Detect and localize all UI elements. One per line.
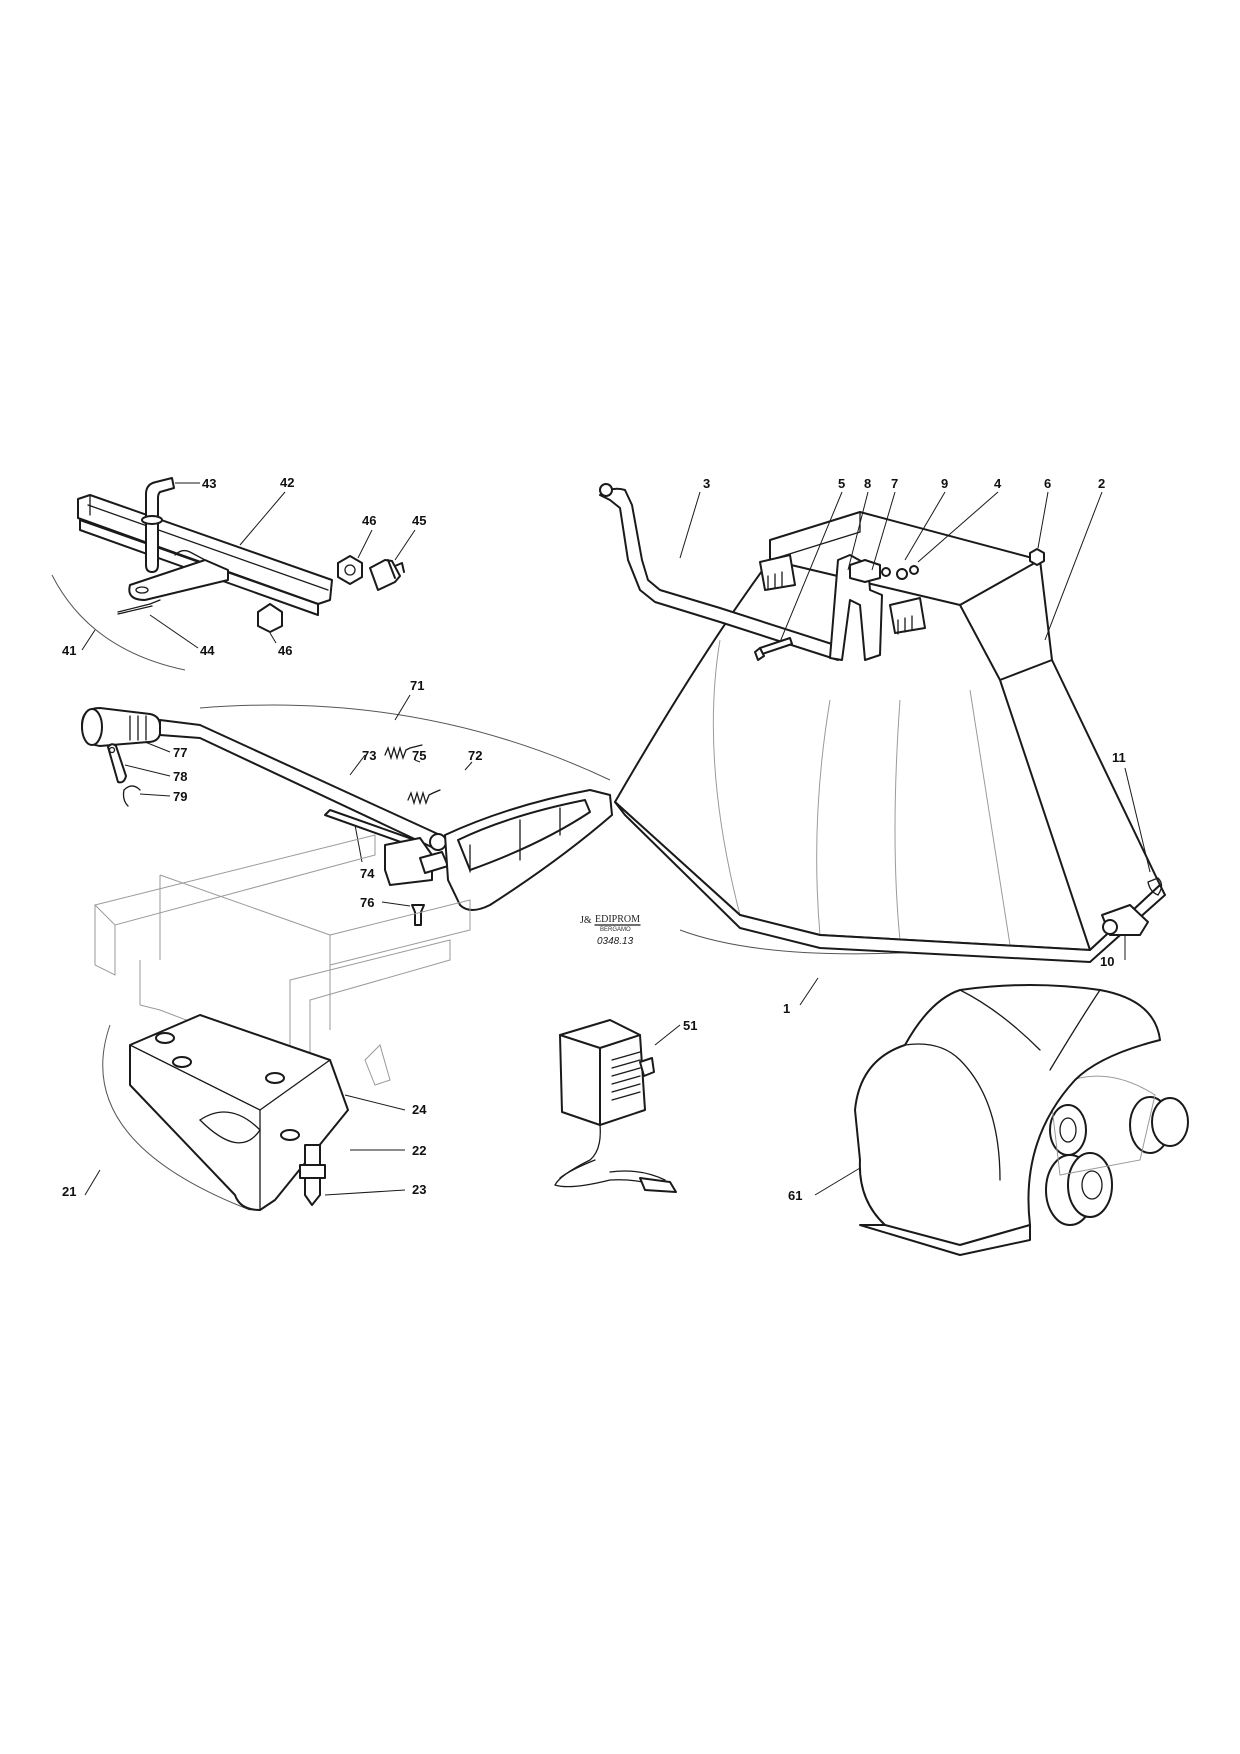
callout-24: 24 bbox=[412, 1102, 427, 1117]
lever-deflector-assembly bbox=[81, 704, 613, 926]
callouts-hitch: 43 42 46 45 41 44 46 bbox=[62, 475, 426, 658]
battery-charger bbox=[554, 1019, 677, 1193]
callout-21: 21 bbox=[62, 1184, 76, 1199]
callout-41: 41 bbox=[62, 643, 76, 658]
drawing-code: 0348.13 bbox=[597, 936, 634, 947]
callout-43: 43 bbox=[202, 476, 216, 491]
callout-61: 61 bbox=[788, 1188, 802, 1203]
callout-8: 8 bbox=[864, 476, 871, 491]
callouts-hopper: 3 5 8 7 9 4 6 2 11 10 1 bbox=[679, 476, 1151, 1016]
callout-42: 42 bbox=[280, 475, 294, 490]
callout-74: 74 bbox=[360, 866, 375, 881]
callouts-charger: 51 bbox=[654, 1018, 697, 1046]
callout-1: 1 bbox=[783, 1001, 790, 1016]
callout-75: 75 bbox=[412, 748, 426, 763]
logo-city: BERGAMO bbox=[600, 927, 631, 933]
callout-45: 45 bbox=[412, 513, 426, 528]
callout-76: 76 bbox=[360, 895, 374, 910]
callout-7: 7 bbox=[891, 476, 898, 491]
callouts-cover: 61 bbox=[788, 1167, 861, 1203]
callout-2: 2 bbox=[1098, 476, 1105, 491]
grass-catcher-assembly bbox=[599, 483, 1166, 963]
tractor-cover bbox=[854, 984, 1189, 1256]
callout-73: 73 bbox=[362, 748, 376, 763]
callout-79: 79 bbox=[173, 789, 187, 804]
logo-brand: EDIPROM bbox=[595, 914, 640, 925]
callout-4: 4 bbox=[994, 476, 1002, 491]
callout-51: 51 bbox=[683, 1018, 697, 1033]
callout-72: 72 bbox=[468, 748, 482, 763]
callout-22: 22 bbox=[412, 1143, 426, 1158]
callout-6: 6 bbox=[1044, 476, 1051, 491]
callout-71: 71 bbox=[410, 678, 424, 693]
callout-46-bottom: 46 bbox=[278, 643, 292, 658]
callouts-weight: 24 22 21 23 bbox=[62, 1094, 427, 1199]
svg-text:J&: J& bbox=[580, 915, 592, 926]
callout-77: 77 bbox=[173, 745, 187, 760]
callout-3: 3 bbox=[703, 476, 710, 491]
callout-23: 23 bbox=[412, 1182, 426, 1197]
counterweight-assembly bbox=[94, 834, 471, 1211]
callout-44: 44 bbox=[200, 643, 215, 658]
callout-46-top: 46 bbox=[362, 513, 376, 528]
tow-hitch-assembly bbox=[51, 477, 405, 671]
callout-10: 10 bbox=[1100, 954, 1114, 969]
callout-11: 11 bbox=[1112, 750, 1126, 765]
callout-5: 5 bbox=[838, 476, 845, 491]
callout-78: 78 bbox=[173, 769, 187, 784]
publisher-logo: J& EDIPROM BERGAMO 0348.13 bbox=[580, 914, 641, 947]
callout-9: 9 bbox=[941, 476, 948, 491]
callouts-lever: 71 73 75 72 77 78 79 74 76 bbox=[124, 678, 482, 910]
